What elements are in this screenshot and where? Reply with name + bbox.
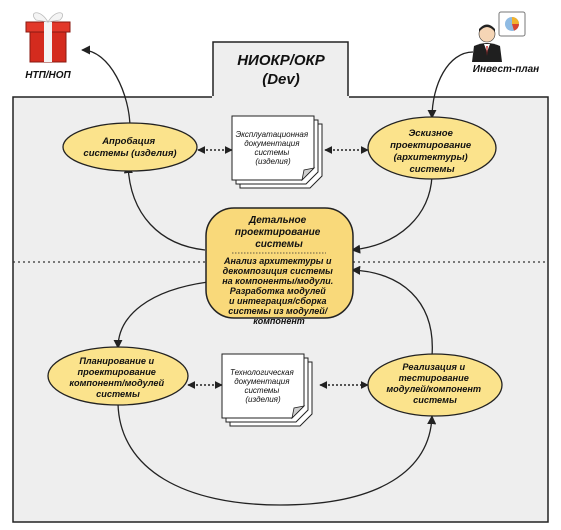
doc-technological-line: (изделия) [245, 395, 281, 404]
node-sketch-line: проектирование [390, 140, 472, 151]
node-detail-title-line: Детальное [248, 215, 307, 226]
doc-technological-line: системы [244, 386, 279, 395]
node-detail-body-line: компонент [253, 316, 305, 326]
node-planning [47, 346, 189, 406]
gift-label: НТП/НОП [25, 70, 71, 81]
header-title: НИОКР/ОКР [237, 52, 326, 69]
node-detail-title: Детальное проектирование системы [235, 215, 323, 250]
header-tab [212, 41, 349, 99]
node-planning-line: компонент/модулей [69, 378, 164, 388]
doc-technological-text: Технологическая документация системы (из… [230, 368, 296, 404]
node-planning-text: Планирование и проектирование компонент/… [69, 356, 166, 399]
node-sketch-line: системы [409, 164, 454, 175]
node-detail-body-line: и интеграция/сборка [229, 296, 327, 306]
investor-label: Инвест-план [473, 64, 539, 75]
node-planning-line: проектирование [78, 367, 156, 377]
node-detail-body-line: системы из модулей/ [228, 306, 329, 316]
node-implementation-line: Реализация и [402, 362, 465, 372]
node-detail-title-line: проектирование [235, 227, 321, 238]
investor-icon [472, 11, 526, 62]
arrow-approbation-to-gift [81, 45, 131, 129]
node-detail-body-line: декомпозиция системы [223, 266, 334, 276]
node-detail-body: Анализ архитектуры и декомпозиция систем… [222, 256, 336, 326]
doc-operational-line: системы [254, 148, 289, 157]
doc-operational-line: (изделия) [255, 157, 291, 166]
doc-operational-line: документация [244, 139, 300, 148]
header-subtitle: (Dev) [262, 71, 300, 88]
node-approbation-text: Апробация системы (изделия) [83, 136, 176, 159]
arrow-center-to-approbation [123, 164, 206, 251]
node-planning-line: системы [96, 389, 140, 399]
node-implementation-text: Реализация и тестирование модулей/компон… [386, 362, 483, 405]
node-detail-body-line: Разработка модулей [230, 286, 327, 296]
node-approbation-line: Апробация [101, 136, 155, 147]
gift-icon [25, 12, 71, 63]
arrow-investor-to-sketch [427, 51, 474, 119]
node-planning-line: Планирование и [79, 356, 154, 366]
node-detail-title-line: системы [255, 239, 303, 250]
node-sketch-line: Эскизное [408, 128, 453, 139]
doc-technological [221, 353, 313, 427]
arrow-implementation-to-center [351, 265, 433, 357]
node-detail-body-line: на компоненты/модули. [222, 276, 333, 286]
arrow-center-to-planning [113, 281, 209, 349]
node-implementation [367, 353, 503, 417]
doc-operational-text: Эксплуатационная документация системы (и… [236, 130, 311, 166]
node-approbation-line: системы (изделия) [83, 148, 176, 159]
doc-technological-line: документация [234, 377, 290, 386]
node-approbation [62, 122, 198, 172]
arrow-sketch-to-center [351, 175, 433, 254]
doc-operational-line: Эксплуатационная [236, 130, 309, 139]
arrow-planning-to-implementation [117, 403, 437, 506]
node-sketch [367, 116, 497, 180]
node-sketch-line: (архитектуры) [394, 152, 468, 163]
doc-technological-line: Технологическая [230, 368, 294, 377]
node-implementation-line: модулей/компонент [386, 384, 481, 394]
node-implementation-line: системы [413, 395, 457, 405]
node-implementation-line: тестирование [399, 373, 469, 383]
node-detail-body-line: Анализ архитектуры и [223, 256, 332, 266]
node-detail-design [205, 207, 354, 319]
doc-operational [231, 115, 323, 189]
node-sketch-text: Эскизное проектирование (архитектуры) си… [390, 128, 474, 175]
